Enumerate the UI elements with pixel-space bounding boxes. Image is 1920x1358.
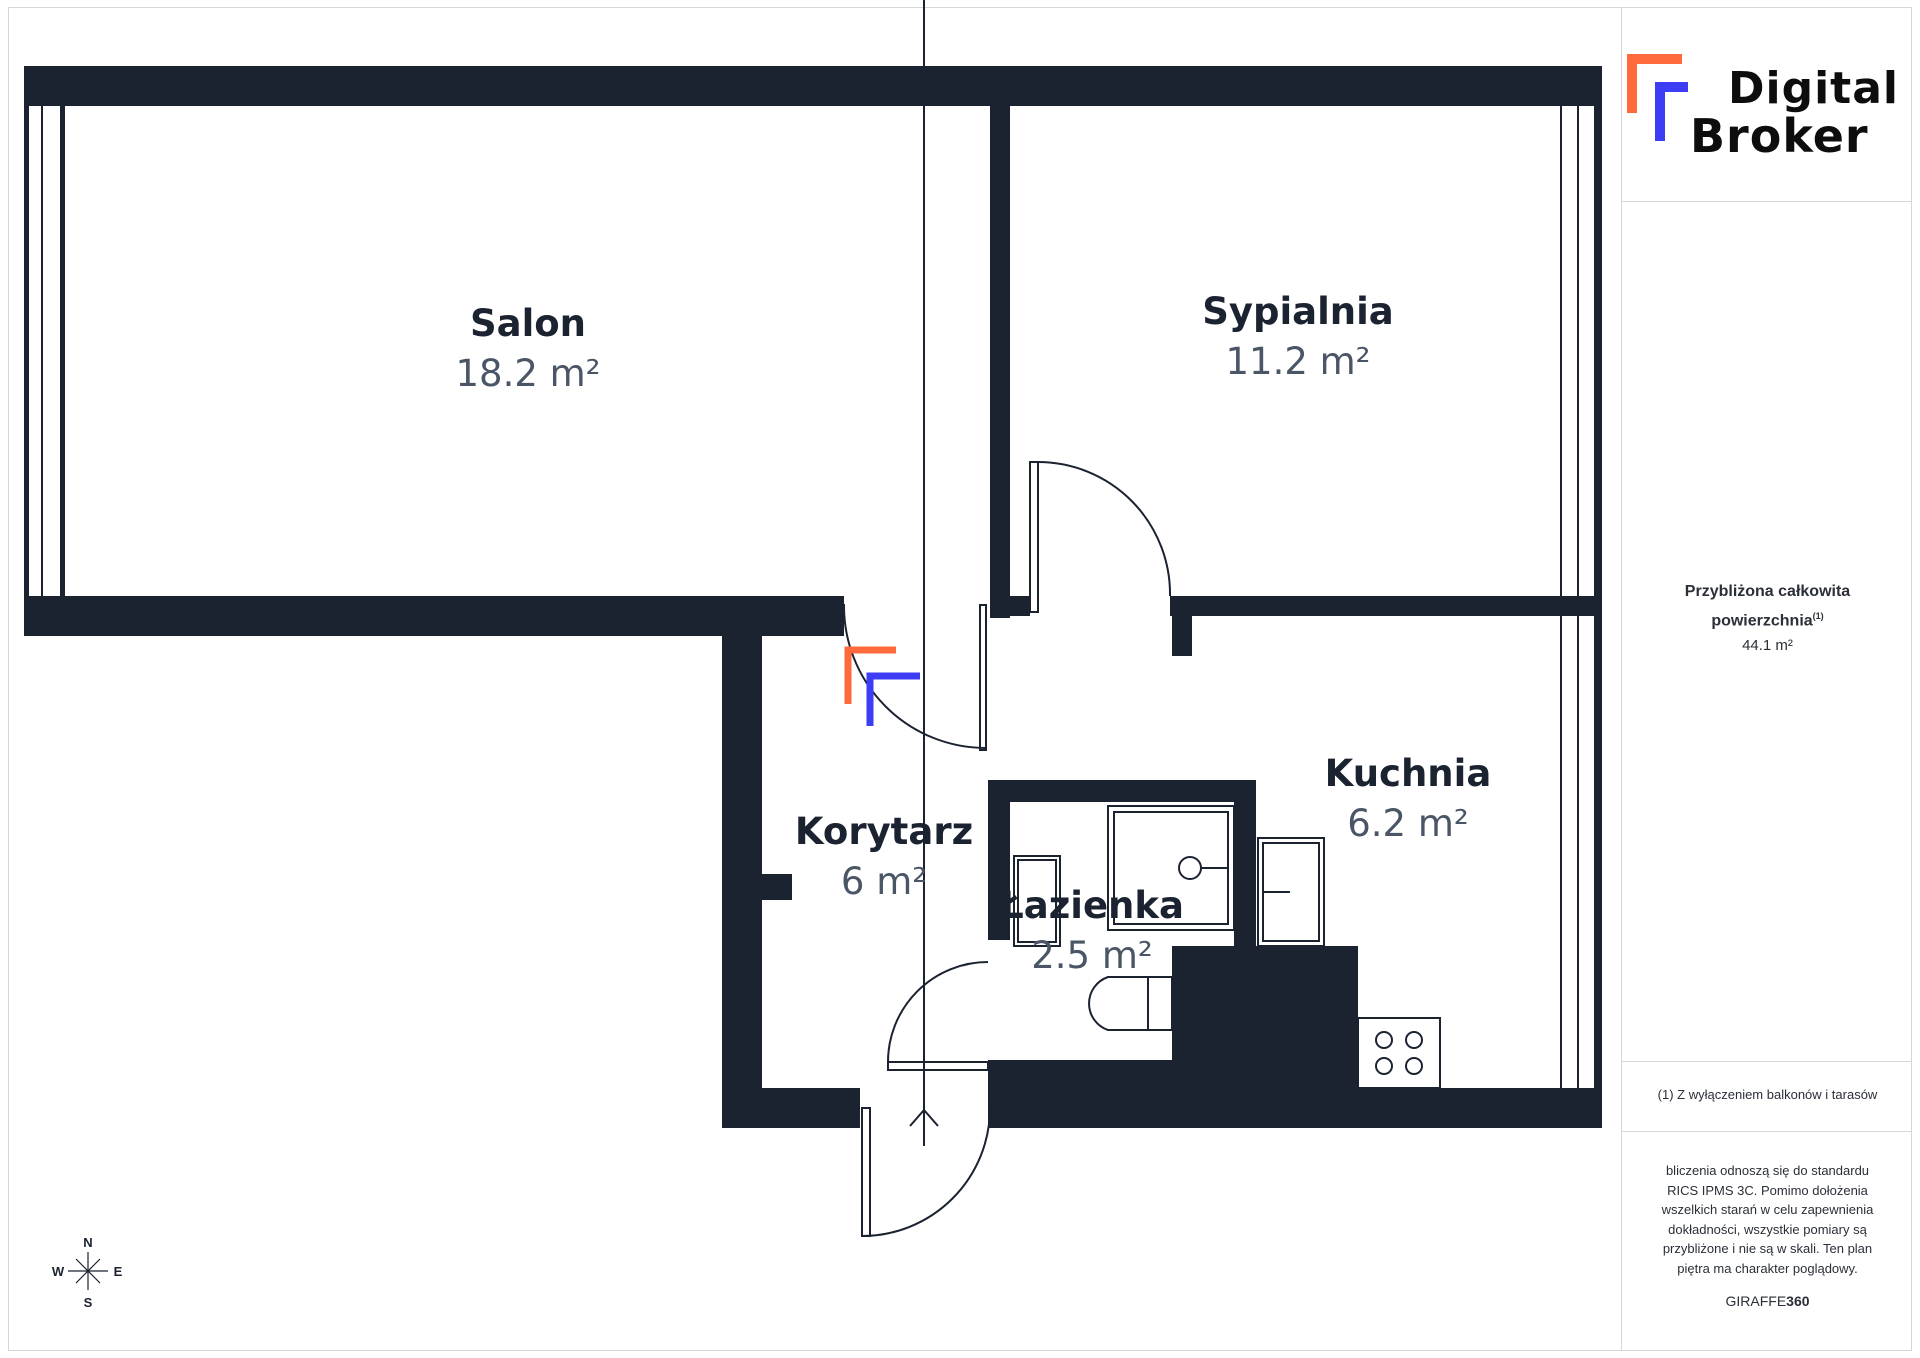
room-area-lazienka: 2.5 m² <box>1031 934 1152 977</box>
floor-plan: Salon 18.2 m² Sypialnia 11.2 m² Korytarz… <box>24 0 1602 1310</box>
room-area-sypialnia: 11.2 m² <box>1225 340 1370 383</box>
sidebar-divider-top <box>1622 201 1912 202</box>
disclaimer: bliczenia odnoszą się do standardu RICS … <box>1622 1161 1913 1278</box>
total-area-label-line1: Przybliżona całkowita <box>1684 583 1851 600</box>
room-name-sypialnia: Sypialnia <box>1202 290 1394 333</box>
total-area-value: 44.1 m² <box>1742 637 1793 654</box>
doors <box>842 461 1172 1237</box>
disclaimer-line: piętra ma charakter poglądowy. <box>1677 1260 1858 1276</box>
room-name-lazienka: Łazienka <box>998 884 1184 927</box>
walls <box>24 66 1602 1128</box>
kitchen-fixtures <box>1257 837 1441 1089</box>
page-frame <box>8 7 1912 1351</box>
disclaimer-line: dokładności, wszystkie pomiary są <box>1668 1221 1867 1237</box>
giraffe-credit: GIRAFFE360 <box>1622 1293 1913 1309</box>
total-area-footnote-marker: (1) <box>1812 611 1824 621</box>
total-area-label-line2-text: powierzchnia <box>1711 612 1813 630</box>
compass-west: W <box>52 1264 65 1279</box>
sidebar-divider-mid <box>1622 1061 1912 1062</box>
disclaimer-line: RICS IPMS 3C. Pomimo dołożenia <box>1667 1182 1868 1198</box>
footnote-text: (1) Z wyłączeniem balkonów i tarasów <box>1657 1087 1878 1102</box>
sidebar-divider-low <box>1622 1131 1912 1132</box>
room-name-kuchnia: Kuchnia <box>1325 752 1492 795</box>
brand-name-line2: Broker <box>1690 109 1869 163</box>
room-area-kuchnia: 6.2 m² <box>1347 802 1468 845</box>
giraffe-credit-suffix: 360 <box>1786 1293 1810 1309</box>
giraffe-credit-prefix: GIRAFFE <box>1725 1293 1787 1309</box>
room-name-salon: Salon <box>470 302 586 345</box>
disclaimer-line: bliczenia odnoszą się do standardu <box>1665 1163 1870 1178</box>
disclaimer-line: przybliżone i nie są w skali. Ten plan <box>1662 1241 1873 1256</box>
compass-east: E <box>114 1264 123 1279</box>
disclaimer-line: wszelkich starań w celu zapewnienia <box>1661 1202 1874 1217</box>
brand-name-line1: Digital <box>1728 63 1899 114</box>
watermark-logo-icon <box>844 646 920 726</box>
entrance-arrow-icon <box>909 0 939 1146</box>
bathroom-fixtures <box>1013 805 1235 1031</box>
brand-logo-icon <box>1627 54 1688 141</box>
sidebar: Digital Broker Przybliżona całkowita pow… <box>1621 7 1912 1351</box>
total-area-label-line2: powierzchnia(1) <box>1622 604 1913 633</box>
compass-north: N <box>83 1235 92 1250</box>
compass-south: S <box>84 1295 93 1310</box>
room-area-korytarz: 6 m² <box>841 860 927 903</box>
room-area-salon: 18.2 m² <box>455 352 600 395</box>
windows <box>41 106 1579 1088</box>
total-area-label: Przybliżona całkowita powierzchnia(1) <box>1622 580 1913 633</box>
compass-icon: N S E W <box>52 1235 123 1310</box>
room-name-korytarz: Korytarz <box>795 810 973 853</box>
